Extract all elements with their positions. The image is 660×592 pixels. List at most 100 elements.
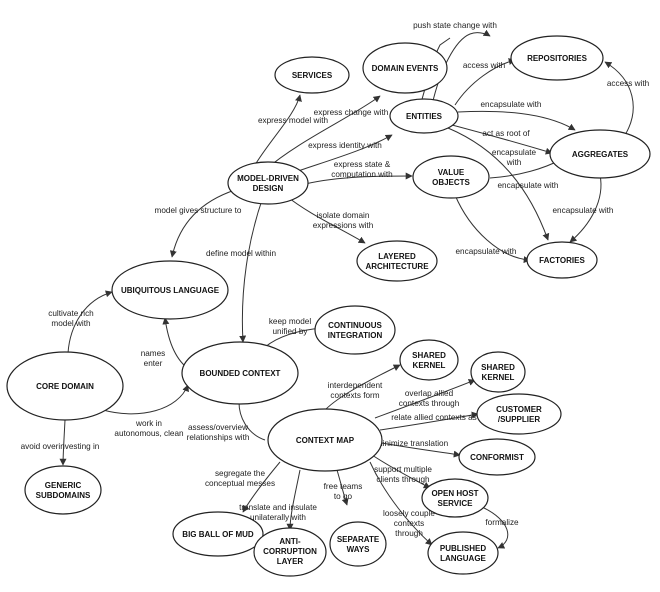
svg-text:formalize: formalize <box>485 518 519 527</box>
edge-aggregates-factories: encapsulate with <box>553 174 614 243</box>
edge-core-generic: avoid overinvesting in <box>21 419 100 466</box>
svg-text:encapsulate with: encapsulate with <box>553 206 614 215</box>
svg-text:encapsulate with: encapsulate with <box>456 247 517 256</box>
node-bounded-context: BOUNDED CONTEXT <box>181 341 299 405</box>
svg-text:CORE DOMAIN: CORE DOMAIN <box>36 382 94 391</box>
svg-text:express model with: express model with <box>258 116 329 125</box>
node-entities: ENTITIES <box>389 98 459 134</box>
svg-text:model gives structure to: model gives structure to <box>155 206 242 215</box>
edge-mdd-bounded: define model within <box>206 196 277 343</box>
node-ubiquitous-language: UBIQUITOUS LANGUAGE <box>111 260 229 320</box>
svg-text:minimize translation: minimize translation <box>376 439 449 448</box>
svg-text:express identity with: express identity with <box>308 141 382 150</box>
svg-text:DOMAIN EVENTS: DOMAIN EVENTS <box>372 64 439 73</box>
edge-value-objects-factories: encapsulate with <box>454 194 531 264</box>
svg-text:ENTITIES: ENTITIES <box>406 112 443 121</box>
edge-mdd-services: express model with <box>254 94 329 166</box>
node-factories: FACTORIES <box>526 241 598 279</box>
edge-entities-aggregates-2: act as root of <box>451 124 553 155</box>
node-conformist: CONFORMIST <box>458 438 536 476</box>
svg-text:express change with: express change with <box>314 108 389 117</box>
svg-text:express state &computation wit: express state &computation with <box>331 160 393 179</box>
edge-cm-customer: relate allied contexts as <box>379 411 479 431</box>
edge-mdd-entities: express identity with <box>294 134 393 173</box>
node-customer-supplier: CUSTOMER/SUPPLIER <box>476 393 562 435</box>
svg-text:encapsulate with: encapsulate with <box>498 181 559 190</box>
node-context-map: CONTEXT MAP <box>267 408 383 472</box>
svg-text:act as root of: act as root of <box>482 129 530 138</box>
node-repositories: REPOSITORIES <box>510 35 604 81</box>
edge-mdd-value-objects: express state &computation with <box>304 160 413 185</box>
svg-text:CONFORMIST: CONFORMIST <box>470 453 524 462</box>
svg-text:define model within: define model within <box>206 249 277 258</box>
svg-text:encapsulate with: encapsulate with <box>481 100 542 109</box>
svg-text:CONTEXT MAP: CONTEXT MAP <box>296 436 355 445</box>
svg-text:access with: access with <box>463 61 506 70</box>
svg-text:SERVICES: SERVICES <box>292 71 333 80</box>
svg-text:avoid overinvesting in: avoid overinvesting in <box>21 442 100 451</box>
edge-aggregates-access-repositories: access with <box>604 61 650 136</box>
svg-text:AGGREGATES: AGGREGATES <box>572 150 629 159</box>
svg-text:FACTORIES: FACTORIES <box>539 256 585 265</box>
svg-text:access with: access with <box>607 79 650 88</box>
node-aggregates: AGGREGATES <box>549 129 651 179</box>
edge-mdd-domain-events: express change with <box>264 95 389 171</box>
node-domain-events: DOMAIN EVENTS <box>362 42 448 94</box>
svg-text:relate allied contexts as: relate allied contexts as <box>391 413 477 422</box>
edge-entities-access-repositories: access with <box>454 58 516 106</box>
svg-text:UBIQUITOUS LANGUAGE: UBIQUITOUS LANGUAGE <box>121 286 220 295</box>
edge-cm-conformist: minimize translation <box>376 439 461 458</box>
edge-open-host-published: formalize <box>481 506 519 549</box>
edge-value-objects-aggregates: encapsulate with <box>489 159 561 190</box>
svg-text:BIG BALL OF MUD: BIG BALL OF MUD <box>182 530 254 539</box>
node-core-domain: CORE DOMAIN <box>6 351 124 421</box>
edge-mdd-ubiquitous: model gives structure to <box>155 189 242 258</box>
